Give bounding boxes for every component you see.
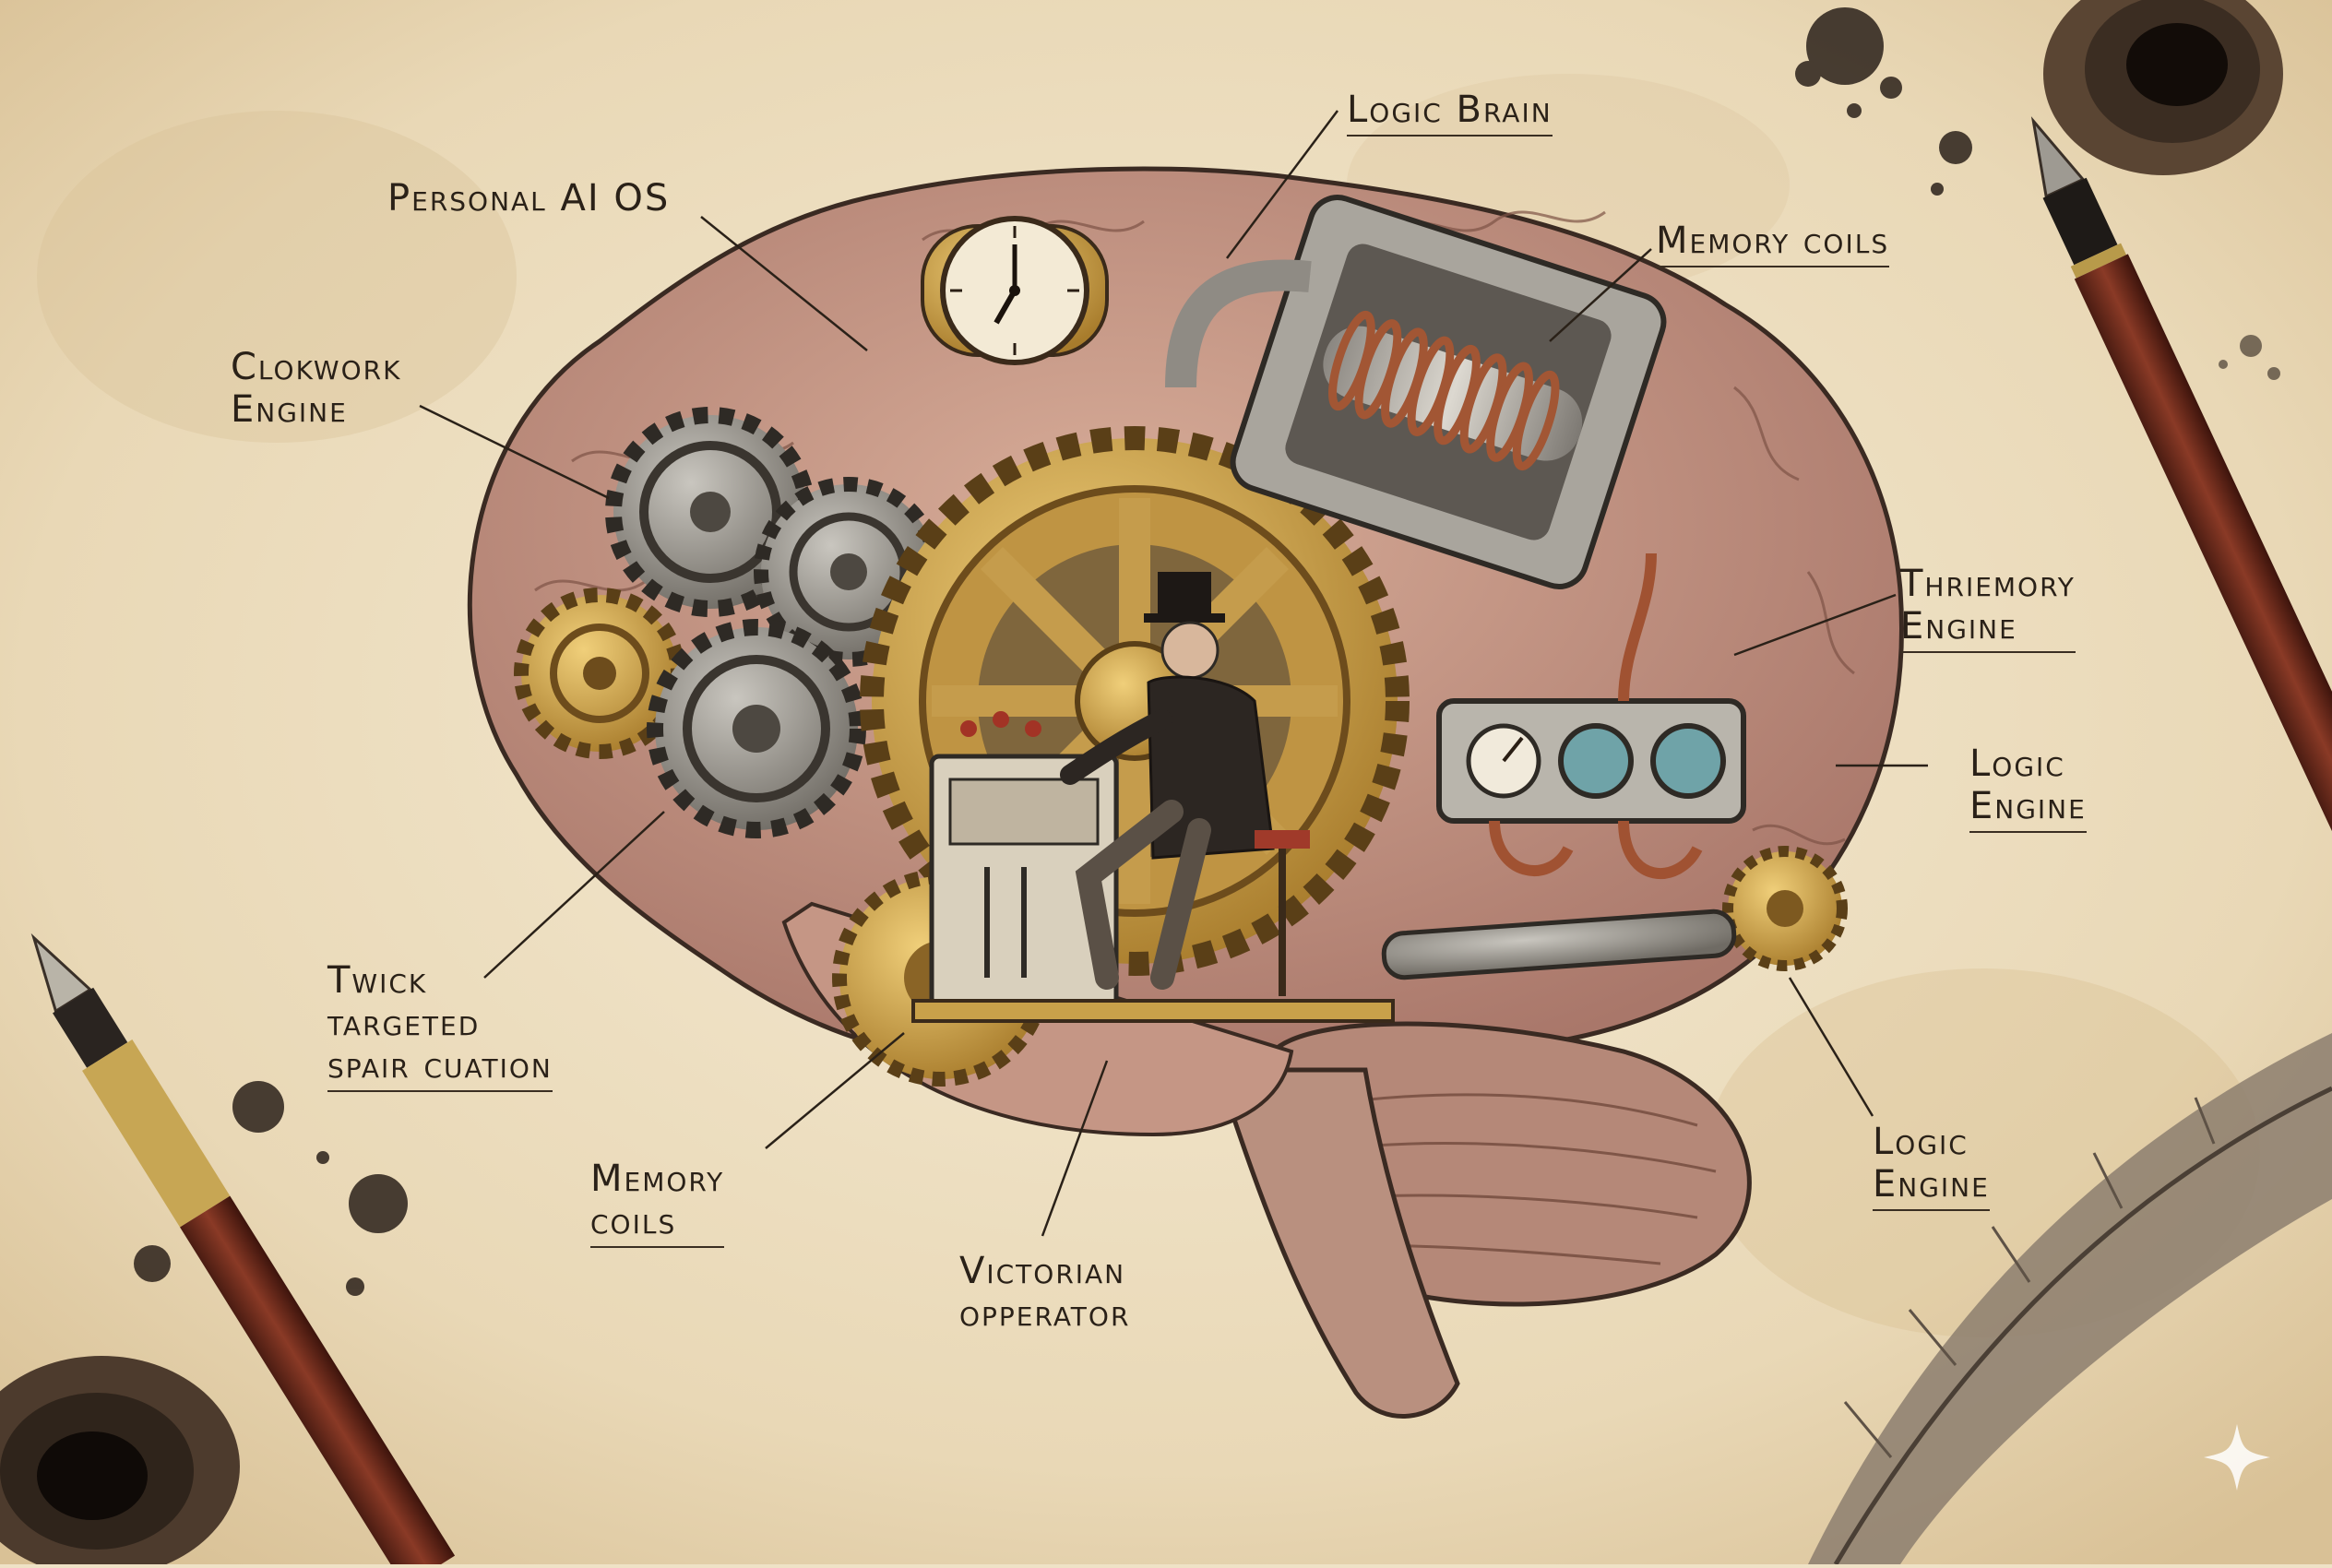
- piston-arm: [1381, 909, 1737, 980]
- label-text: Logic Brain: [1347, 89, 1553, 131]
- gear-icon: [647, 619, 866, 838]
- label-text: Engine: [1900, 605, 2017, 647]
- label-thriemory-engine: Thriemory Engine: [1900, 563, 2076, 653]
- label-text: Thriemory: [1900, 563, 2076, 605]
- label-logic-engine-mid: Logic Engine: [1969, 742, 2087, 833]
- fountain-pen-icon: [30, 932, 456, 1568]
- label-logic-brain: Logic Brain: [1347, 89, 1553, 137]
- label-clokwork-engine: Clokwork Engine: [231, 346, 401, 431]
- label-logic-engine-low: Logic Engine: [1873, 1121, 1990, 1211]
- clock-icon: [921, 216, 1109, 365]
- quill-feather-icon: [1808, 1033, 2332, 1566]
- sparkle-icon: [2204, 1424, 2270, 1491]
- label-text: opperator: [959, 1292, 1131, 1335]
- fountain-pen-icon: [2030, 116, 2332, 882]
- label-twick-targeted: Twick targeted spair cuation: [327, 959, 553, 1092]
- gear-icon: [1722, 846, 1848, 971]
- label-text: Memory coils: [1656, 220, 1890, 262]
- inkwell-icon: [2043, 0, 2283, 175]
- gauge-panel: [1436, 552, 1746, 879]
- label-text: Clokwork: [231, 346, 402, 388]
- label-text: Logic: [1969, 742, 2065, 785]
- label-memory-coils-bottom: Memory coils: [590, 1158, 725, 1248]
- label-text: Engine: [1873, 1163, 1990, 1206]
- label-text: Twick: [327, 959, 428, 1002]
- ink-splatter-left: [134, 1081, 408, 1296]
- label-text: Personal AI OS: [387, 177, 671, 220]
- label-personal-ai-os: Personal AI OS: [387, 177, 670, 220]
- label-text: Engine: [1969, 785, 2087, 827]
- leader-lines: [419, 110, 1928, 1237]
- inkwell-icon: [0, 1356, 240, 1568]
- label-text: coils: [590, 1200, 677, 1242]
- label-text: targeted: [327, 1002, 481, 1044]
- ink-splatter-top: [1795, 7, 1972, 196]
- memory-coil-unit: [1165, 195, 1667, 589]
- label-text: Memory: [590, 1158, 725, 1200]
- label-text: Victorian: [959, 1250, 1126, 1292]
- operator-platform: [911, 999, 1395, 1023]
- operator-console: [929, 711, 1119, 1008]
- ink-splatter-right: [2219, 335, 2280, 380]
- victorian-operator-figure: [1060, 572, 1310, 996]
- label-text: spair cuation: [327, 1044, 553, 1087]
- label-memory-coils-top: Memory coils: [1656, 220, 1890, 267]
- label-text: Engine: [231, 388, 348, 431]
- brain-stem: [1214, 1067, 1460, 1419]
- label-victorian-operator: Victorian opperator: [959, 1250, 1130, 1335]
- label-text: Logic: [1873, 1121, 1969, 1163]
